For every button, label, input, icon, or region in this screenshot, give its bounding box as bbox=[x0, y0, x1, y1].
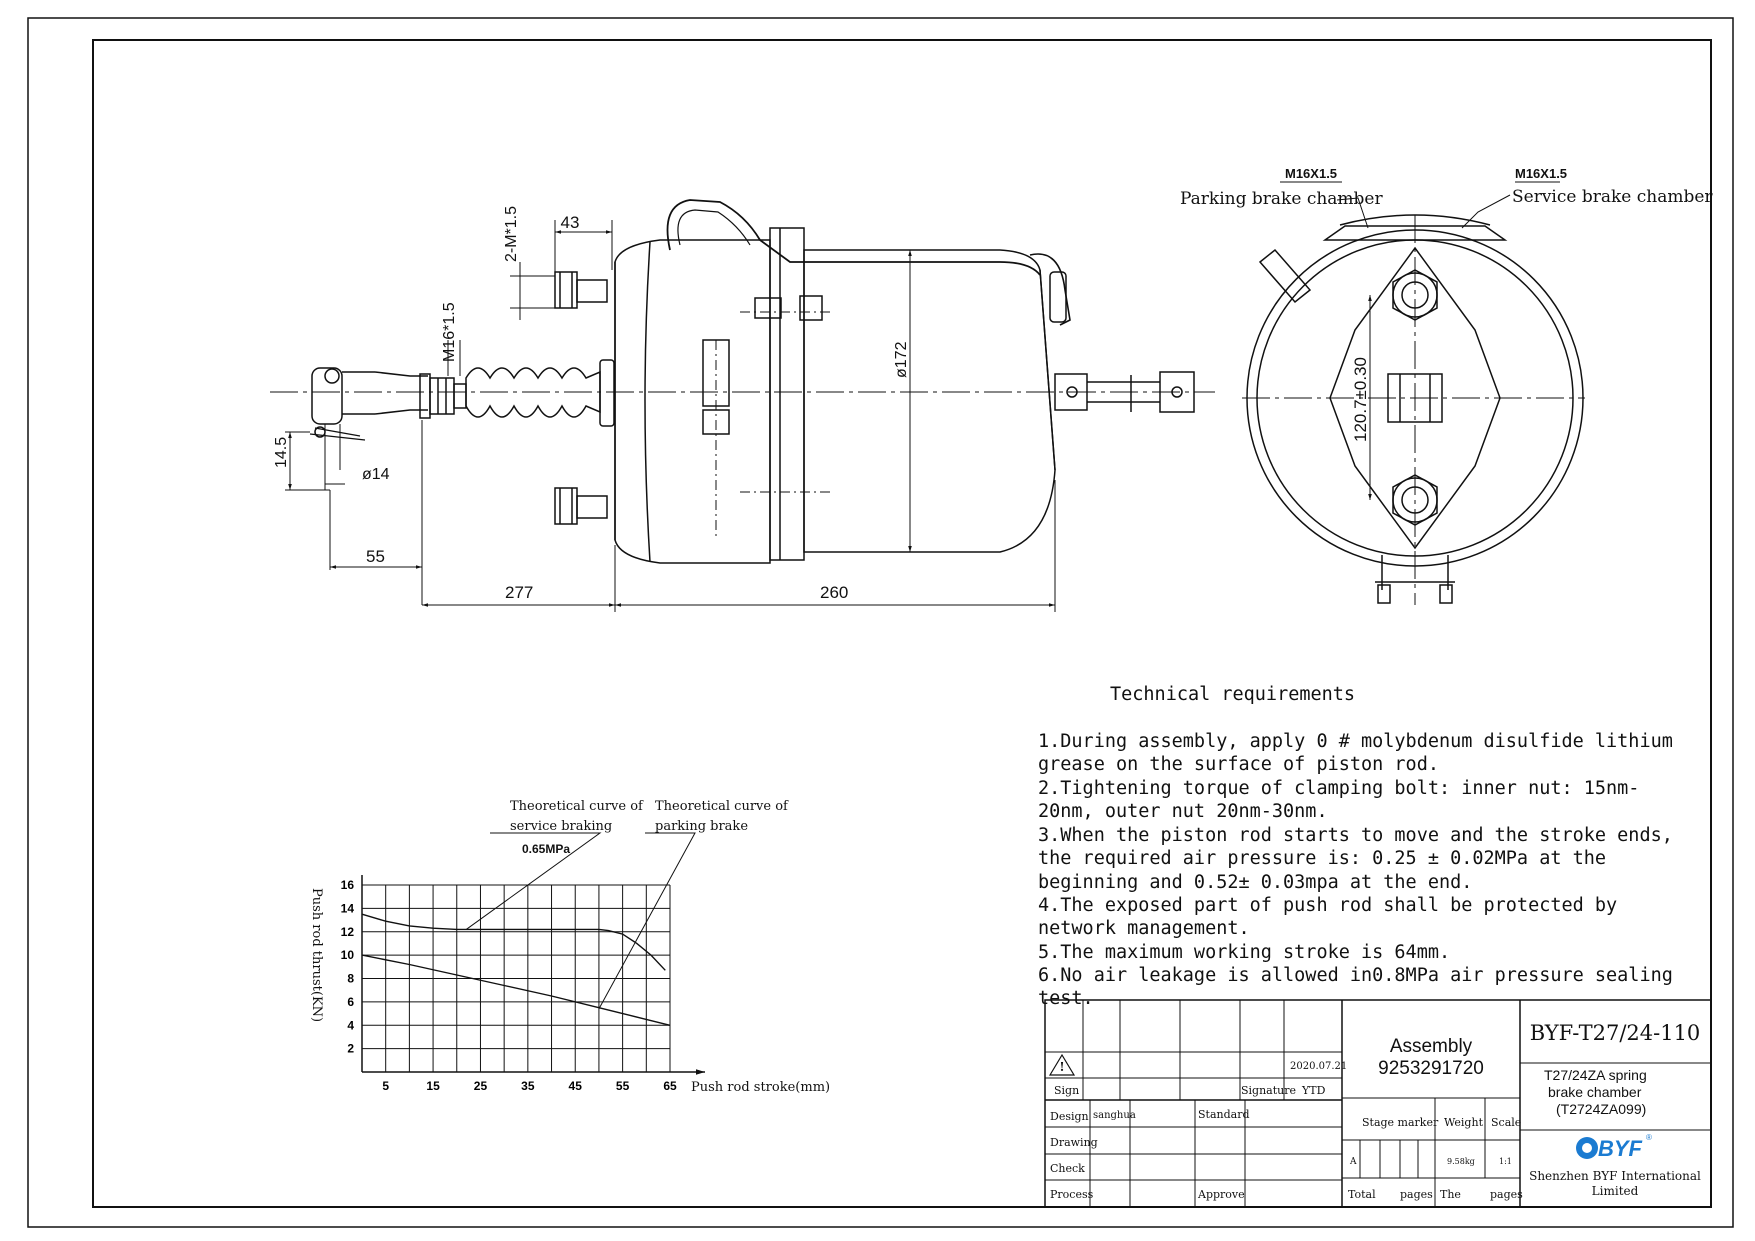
tb-designer: sanghua bbox=[1093, 1110, 1136, 1121]
y-tick-label: 8 bbox=[347, 972, 354, 986]
byf-logo: BYF ® bbox=[1576, 1133, 1652, 1161]
dim-43: 43 bbox=[561, 213, 580, 232]
tb-the: The bbox=[1440, 1188, 1461, 1201]
tb-date: 2020.07.21 bbox=[1290, 1061, 1347, 1072]
tech-req-4: 4.The exposed part of push rod shall be … bbox=[1038, 895, 1629, 940]
chart-pressure-label: 0.65MPa bbox=[522, 842, 570, 856]
service-braking-curve bbox=[361, 913, 666, 971]
side-view bbox=[270, 199, 1215, 612]
tb-assembly: Assembly bbox=[1390, 1036, 1473, 1057]
service-curve-label-2: service braking bbox=[510, 819, 612, 834]
parking-brake-curve bbox=[361, 954, 671, 1026]
dim-120-7: 120.7±0.30 bbox=[1351, 357, 1370, 442]
dim-260: 260 bbox=[820, 583, 848, 602]
tech-req-2: 2.Tightening torque of clamping bolt: in… bbox=[1038, 778, 1640, 823]
tb-sign: Sign bbox=[1054, 1084, 1079, 1097]
tb-product-code: (T2724ZA099) bbox=[1556, 1101, 1646, 1117]
tb-stage-marker: Stage marker bbox=[1362, 1116, 1439, 1129]
x-tick-label: 5 bbox=[382, 1079, 389, 1093]
tb-pages-2: pages bbox=[1490, 1188, 1523, 1201]
y-tick-label: 14 bbox=[341, 901, 355, 915]
tb-design: Design bbox=[1050, 1110, 1089, 1123]
dim-55: 55 bbox=[366, 547, 385, 566]
x-tick-label: 65 bbox=[663, 1079, 677, 1093]
tb-total: Total bbox=[1348, 1188, 1376, 1201]
x-tick-label: 15 bbox=[426, 1079, 440, 1093]
tb-signature: Signature bbox=[1241, 1084, 1296, 1097]
tb-company-2: Limited bbox=[1592, 1184, 1639, 1198]
tech-req-6: 6.No air leakage is allowed in0.8MPa air… bbox=[1038, 965, 1685, 1010]
x-tick-label: 45 bbox=[569, 1079, 583, 1093]
port-right-label: Service brake chamber bbox=[1512, 187, 1713, 207]
tb-check: Check bbox=[1050, 1162, 1085, 1175]
dim-phi172: ø172 bbox=[893, 341, 910, 378]
y-tick-label: 4 bbox=[347, 1018, 354, 1032]
parking-curve-label-1: Theoretical curve of bbox=[655, 799, 789, 814]
tech-req-3: 3.When the piston rod starts to move and… bbox=[1038, 825, 1685, 893]
x-tick-label: 55 bbox=[616, 1079, 630, 1093]
tb-pages: pages bbox=[1400, 1188, 1433, 1201]
service-curve-label-1: Theoretical curve of bbox=[510, 799, 644, 814]
y-tick-label: 10 bbox=[341, 948, 355, 962]
tb-ytd: YTD bbox=[1301, 1084, 1326, 1097]
dim-2m: 2-M*1.5 bbox=[503, 206, 520, 262]
parking-curve-leader bbox=[598, 832, 696, 1010]
tb-process: Process bbox=[1050, 1188, 1094, 1201]
end-view bbox=[1242, 181, 1585, 605]
registered-icon: ® bbox=[1646, 1133, 1652, 1142]
thrust-stroke-chart: 5 15 25 35 45 55 65 2 4 6 8 10 12 14 16 bbox=[341, 832, 705, 1093]
chart-xlabel: Push rod stroke(mm) bbox=[691, 1080, 830, 1095]
port-left-label: Parking brake chamber bbox=[1180, 189, 1383, 209]
logo-text: BYF bbox=[1598, 1136, 1643, 1161]
tb-product-name-1: T27/24ZA spring bbox=[1544, 1067, 1647, 1083]
tb-part-number: 9253291720 bbox=[1378, 1058, 1484, 1079]
inner-frame bbox=[92, 39, 1712, 1208]
tb-stage: A bbox=[1349, 1157, 1357, 1167]
chart-ylabel: Push rod thrust(KN) bbox=[309, 888, 324, 1022]
tb-product-name-2: brake chamber bbox=[1548, 1084, 1642, 1100]
service-curve-leader bbox=[465, 832, 602, 930]
tb-approve: Approve bbox=[1197, 1188, 1245, 1201]
dim-14-5: 14.5 bbox=[273, 437, 290, 468]
tb-scale-value: 1:1 bbox=[1499, 1157, 1512, 1166]
tb-scale: Scale bbox=[1491, 1116, 1521, 1129]
y-tick-label: 6 bbox=[347, 995, 354, 1009]
tb-weight: Weight bbox=[1444, 1116, 1484, 1129]
port-left-thread: M16X1.5 bbox=[1285, 166, 1337, 181]
warning-icon: ! bbox=[1059, 1060, 1064, 1074]
tech-heading: Technical requirements bbox=[1110, 684, 1356, 705]
title-block bbox=[1044, 999, 1712, 1208]
tb-drawing-number: BYF-T27/24-110 bbox=[1530, 1021, 1701, 1045]
tech-req-5: 5.The maximum working stroke is 64mm. bbox=[1038, 942, 1451, 963]
dim-phi14: ø14 bbox=[362, 466, 390, 483]
dim-277: 277 bbox=[505, 583, 533, 602]
x-tick-label: 25 bbox=[474, 1079, 488, 1093]
port-right-thread: M16X1.5 bbox=[1515, 166, 1567, 181]
outer-frame bbox=[27, 17, 1734, 1228]
y-tick-label: 12 bbox=[341, 925, 355, 939]
tb-company-1: Shenzhen BYF International bbox=[1529, 1169, 1701, 1183]
tb-weight-value: 9.58kg bbox=[1447, 1157, 1475, 1166]
y-tick-label: 16 bbox=[341, 878, 355, 892]
tb-standard: Standard bbox=[1198, 1108, 1250, 1121]
tech-req-1: 1.During assembly, apply 0 # molybdenum … bbox=[1038, 731, 1685, 776]
dim-m16: M16*1.5 bbox=[441, 302, 458, 362]
tb-drawing: Drawing bbox=[1050, 1136, 1098, 1149]
x-tick-label: 35 bbox=[521, 1079, 535, 1093]
y-tick-label: 2 bbox=[347, 1042, 354, 1056]
parking-curve-label-2: parking brake bbox=[655, 819, 748, 834]
